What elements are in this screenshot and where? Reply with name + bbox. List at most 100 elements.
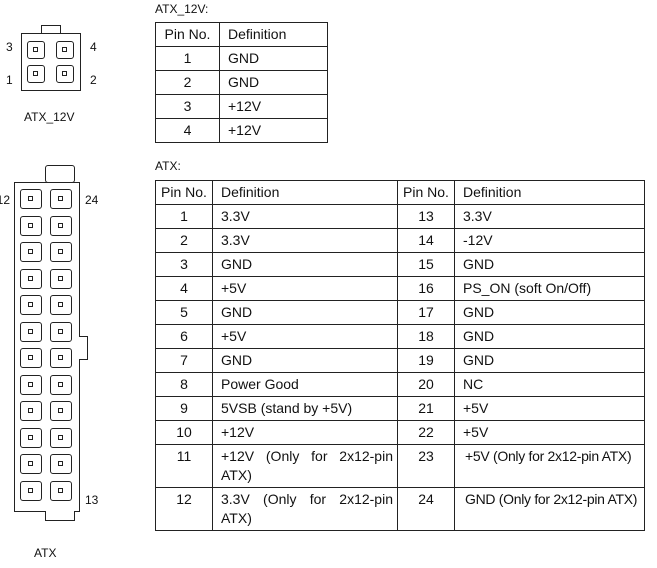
pin-number: 16 xyxy=(397,276,455,301)
pin-definition: 5VSB (stand by +5V) xyxy=(212,396,398,421)
pin-definition: +5V xyxy=(212,324,398,349)
pin-definition: +5V xyxy=(212,276,398,301)
atx12v-connector-diagram: 3 4 1 2 ATX_12V xyxy=(0,0,110,130)
pin-definition: +12V xyxy=(219,94,328,119)
pin-icon xyxy=(50,374,72,395)
pin-icon xyxy=(20,295,42,315)
pin-label: 13 xyxy=(85,493,99,507)
connector-label: ATX xyxy=(34,546,57,560)
pin-number: 9 xyxy=(155,396,213,421)
pin-icon xyxy=(20,374,42,395)
atx-caption: ATX: xyxy=(155,159,181,173)
atx12v-caption: ATX_12V: xyxy=(155,2,209,16)
pin-definition: PS_ON (soft On/Off) xyxy=(454,276,645,301)
pin-definition: GND xyxy=(212,348,398,373)
pin-definition: +12V (Only for 2x12-pin ATX) xyxy=(212,444,398,488)
pin-number: 13 xyxy=(397,204,455,229)
atx-top-latch xyxy=(45,165,75,183)
atx-side-clip xyxy=(79,336,88,360)
pin-definition: Power Good xyxy=(212,372,398,397)
pin-label: 2 xyxy=(90,73,97,87)
pin-icon xyxy=(20,321,42,342)
pin-icon xyxy=(50,427,72,448)
pin-number: 15 xyxy=(397,252,455,277)
pin-icon xyxy=(27,65,45,83)
pin-definition: +12V xyxy=(212,420,398,445)
pin-label: 1 xyxy=(6,73,13,87)
column-header: Pin No. xyxy=(155,22,220,47)
pin-number: 11 xyxy=(155,444,213,488)
pin-definition: +5V (Only for 2x12-pin ATX) xyxy=(454,444,645,488)
pin-number: 2 xyxy=(155,228,213,253)
pin-definition: +5V xyxy=(454,420,645,445)
pin-label: 24 xyxy=(85,193,99,207)
pin-number: 14 xyxy=(397,228,455,253)
pin-icon xyxy=(50,454,72,474)
pin-icon xyxy=(20,454,42,474)
pin-icon xyxy=(50,242,72,262)
column-header: Definition xyxy=(212,180,398,205)
pin-icon xyxy=(20,480,42,501)
column-header: Definition xyxy=(454,180,645,205)
pin-definition: GND xyxy=(454,348,645,373)
pin-definition: +12V xyxy=(219,118,328,143)
pin-definition: GND xyxy=(212,252,398,277)
pin-number: 24 xyxy=(397,487,455,531)
pin-definition: GND (Only for 2x12-pin ATX) xyxy=(454,487,645,531)
pin-icon xyxy=(56,41,74,59)
pin-number: 18 xyxy=(397,324,455,349)
pin-icon xyxy=(50,268,72,289)
pin-icon xyxy=(50,348,72,368)
pin-definition: 3.3V xyxy=(212,204,398,229)
pin-number: 6 xyxy=(155,324,213,349)
pin-definition: GND xyxy=(219,46,328,71)
pin-icon xyxy=(20,189,42,209)
pin-number: 22 xyxy=(397,420,455,445)
pin-definition: +5V xyxy=(454,396,645,421)
pin-number: 3 xyxy=(155,252,213,277)
pin-icon xyxy=(50,189,72,209)
pin-number: 23 xyxy=(397,444,455,488)
pin-definition: GND xyxy=(454,252,645,277)
column-header: Definition xyxy=(219,22,328,47)
pin-label: 4 xyxy=(90,40,97,54)
pin-number: 21 xyxy=(397,396,455,421)
pin-number: 2 xyxy=(155,70,220,95)
pin-icon xyxy=(27,41,45,59)
pin-number: 1 xyxy=(155,46,220,71)
pin-definition: 3.3V xyxy=(454,204,645,229)
pin-number: 17 xyxy=(397,300,455,325)
pin-definition: GND xyxy=(454,324,645,349)
pin-number: 10 xyxy=(155,420,213,445)
pin-number: 4 xyxy=(155,276,213,301)
atx-bottom-latch xyxy=(45,511,75,521)
pin-number: 3 xyxy=(155,94,220,119)
pin-icon xyxy=(50,401,72,421)
pin-number: 7 xyxy=(155,348,213,373)
pin-definition: NC xyxy=(454,372,645,397)
pin-icon xyxy=(20,268,42,289)
pin-number: 12 xyxy=(155,487,213,531)
pin-definition: 3.3V (Only for 2x12-pin ATX) xyxy=(212,487,398,531)
pin-number: 1 xyxy=(155,204,213,229)
table-row: 11+12V (Only for 2x12-pin ATX)23+5V (Onl… xyxy=(155,444,645,488)
pin-icon xyxy=(50,215,72,236)
pin-number: 4 xyxy=(155,118,220,143)
pin-number: 20 xyxy=(397,372,455,397)
atx-connector-diagram: 12 24 13 ATX xyxy=(0,160,110,568)
pin-definition: GND xyxy=(219,70,328,95)
pin-icon xyxy=(50,321,72,342)
connector-label: ATX_12V xyxy=(24,110,75,124)
pin-icon xyxy=(20,348,42,368)
